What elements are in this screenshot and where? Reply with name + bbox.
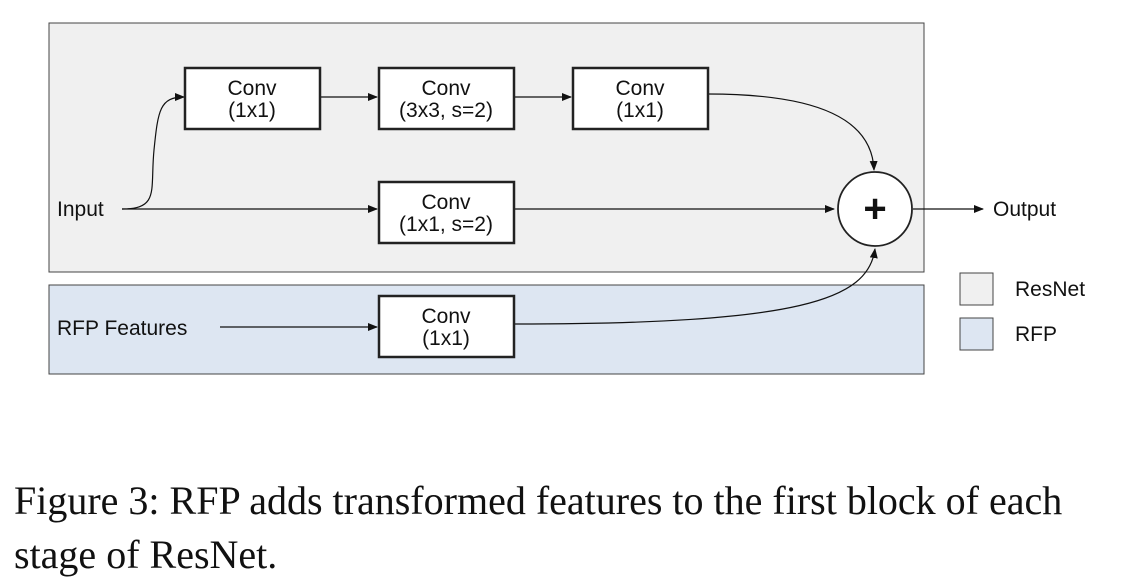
conv-shortcut-box	[377, 180, 516, 245]
adder-node	[837, 171, 913, 247]
legend-label-rfp: RFP	[1015, 323, 1057, 346]
input-label: Input	[57, 198, 104, 221]
legend-swatch-resnet	[959, 272, 994, 306]
legend: ResNet RFP	[959, 272, 1085, 351]
conv-rfp-params: (1x1)	[422, 327, 470, 350]
adder-plus-symbol: +	[863, 187, 886, 231]
conv-a-params: (1x1)	[228, 99, 276, 122]
conv-b-box	[377, 66, 516, 131]
conv-c-params: (1x1)	[616, 99, 664, 122]
conv-a-title: Conv	[227, 77, 277, 100]
figure-caption: Figure 3: RFP adds transformed features …	[14, 478, 1063, 577]
conv-rfp-title: Conv	[421, 305, 471, 328]
conv-shortcut-title: Conv	[421, 191, 471, 214]
legend-label-resnet: ResNet	[1015, 278, 1085, 301]
legend-swatch-rfp	[959, 317, 994, 351]
conv-c-box	[571, 66, 710, 131]
conv-shortcut-params: (1x1, s=2)	[399, 213, 493, 236]
conv-a-box	[183, 66, 322, 131]
rfp-conv-to-adder-arrow	[514, 248, 878, 325]
conv-c-to-adder-arrow	[707, 93, 878, 171]
rfp-features-label: RFP Features	[57, 317, 187, 340]
conv-b-title: Conv	[421, 77, 471, 100]
conv-c-title: Conv	[615, 77, 665, 100]
conv-b-params: (3x3, s=2)	[399, 99, 493, 122]
conv-rfp-box	[377, 294, 516, 359]
rfp-diagram: Conv (1x1) Conv (3x3, s=2) Conv (1x1) Co…	[48, 22, 1085, 375]
output-label: Output	[993, 198, 1056, 221]
input-to-conv-a-arrow	[121, 93, 185, 210]
